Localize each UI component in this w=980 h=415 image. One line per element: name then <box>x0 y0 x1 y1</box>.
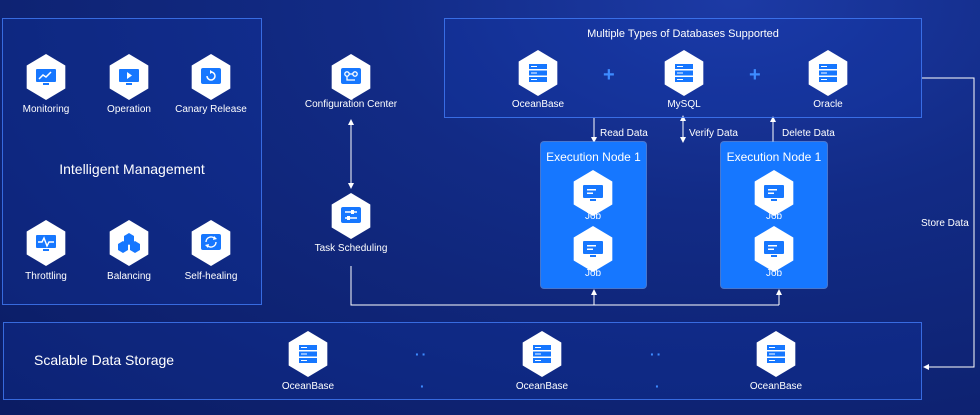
task-scheduling-icon[interactable] <box>331 193 371 239</box>
read-data-label: Read Data <box>600 128 648 139</box>
plus-icon: + <box>749 64 761 86</box>
job-label: Job <box>584 211 602 222</box>
execution-node-title: Execution Node 1 <box>726 150 822 164</box>
verify-data-label: Verify Data <box>689 128 738 139</box>
ellipsis-dots: ·· <box>415 346 429 362</box>
self-healing-label: Self-healing <box>184 271 238 282</box>
job-label: Job <box>765 211 783 222</box>
throttling-label: Throttling <box>25 271 67 282</box>
oceanbase-db-label: OceanBase <box>511 99 565 110</box>
balancing-label: Balancing <box>107 271 151 282</box>
task-scheduling-label: Task Scheduling <box>314 243 388 254</box>
oracle-db-label: Oracle <box>813 99 843 110</box>
ellipsis-dots: · <box>420 378 427 394</box>
canary-release-label: Canary Release <box>175 104 247 115</box>
storage-oceanbase-label: OceanBase <box>281 381 335 392</box>
configuration-center-label: Configuration Center <box>304 99 398 110</box>
job-label: Job <box>584 268 602 279</box>
ellipsis-dots: ·· <box>650 346 664 362</box>
job-label: Job <box>765 268 783 279</box>
job-icon[interactable] <box>573 170 613 216</box>
scheduling-line <box>350 266 779 306</box>
ellipsis-dots: · <box>655 378 662 394</box>
operation-label: Operation <box>107 104 151 115</box>
store-data-label: Store Data <box>921 218 969 229</box>
mysql-db-label: MySQL <box>667 99 701 110</box>
plus-icon: + <box>603 64 615 86</box>
scalable-data-storage-title: Scalable Data Storage <box>34 352 175 368</box>
monitoring-label: Monitoring <box>22 104 70 115</box>
store-data-line <box>922 77 975 370</box>
storage-oceanbase-label: OceanBase <box>749 381 803 392</box>
storage-oceanbase-label: OceanBase <box>515 381 569 392</box>
execution-node-title: Execution Node 1 <box>546 150 641 164</box>
databases-title: Multiple Types of Databases Supported <box>587 28 779 40</box>
job-icon[interactable] <box>754 170 794 216</box>
delete-data-label: Delete Data <box>782 128 835 139</box>
intelligent-management-title: Intelligent Management <box>59 161 205 177</box>
